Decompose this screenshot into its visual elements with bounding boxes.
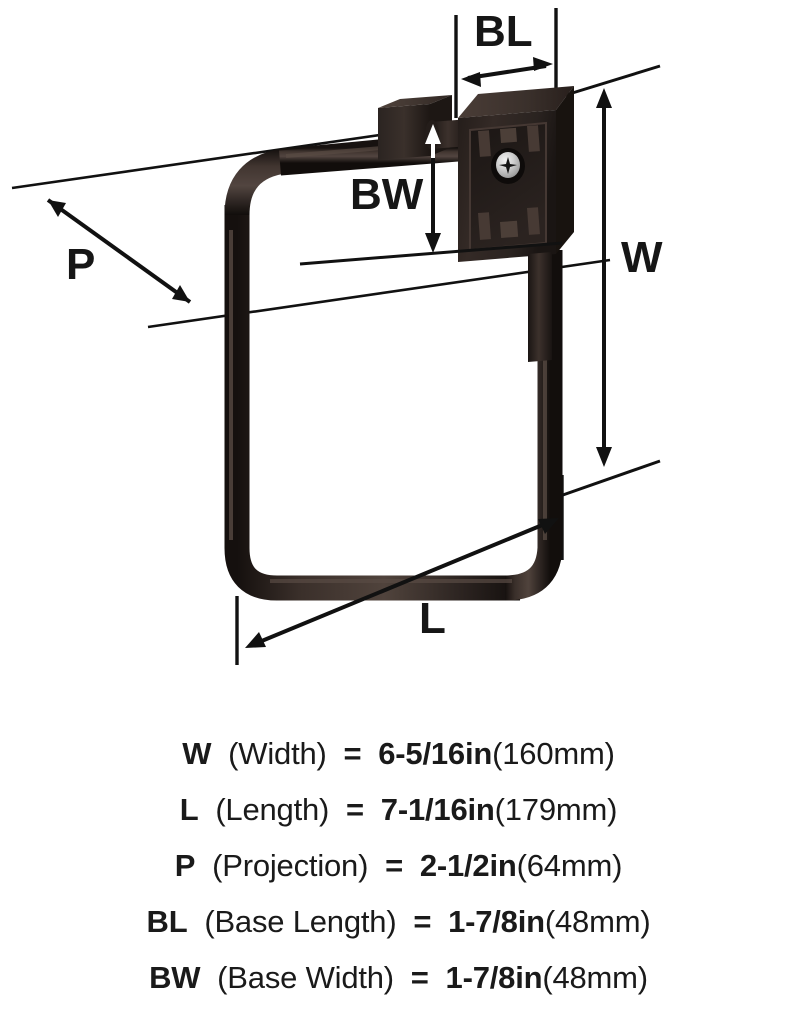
legend-equals-w: =	[343, 736, 362, 771]
diagram-svg	[11, 8, 661, 665]
p-dimension-arrow	[46, 198, 192, 304]
legend-metric-l: (179mm)	[494, 792, 618, 827]
legend-value-p: 2-1/2in	[419, 848, 517, 883]
p-arrowhead-lower	[172, 285, 190, 302]
product-dimension-drawing: P W L BL BW	[11, 7, 663, 665]
l-arrowhead-right	[538, 518, 559, 534]
legend-name-bl: (Base Length)	[204, 904, 397, 939]
bl-arrowhead-left	[461, 72, 481, 87]
legend-row-l: L (Length) = 7-1/16in(179mm)	[0, 782, 797, 838]
legend-row-bw: BW (Base Width) = 1-7/8in(48mm)	[0, 950, 797, 1006]
legend-row-p: P (Projection) = 2-1/2in(64mm)	[0, 838, 797, 894]
dimension-legend: W (Width) = 6-5/16in(160mm) L (Length) =…	[0, 726, 797, 1024]
legend-name-w: (Width)	[228, 736, 327, 771]
bl-arrow-shaft	[467, 64, 547, 80]
legend-equals-bl: =	[413, 904, 432, 939]
legend-value-bw: 1-7/8in	[445, 960, 543, 995]
legend-name-p: (Projection)	[212, 848, 369, 883]
plate-clip-bottom-right	[527, 207, 540, 235]
legend-equals-bw: =	[410, 960, 429, 995]
l-dimension-arrow	[245, 518, 559, 648]
bw-lower-extension-line	[299, 241, 563, 266]
plate-clip-top-left	[478, 130, 491, 157]
legend-row-bl: BL (Base Length) = 1-7/8in(48mm)	[0, 894, 797, 950]
bw-arrowhead-top	[425, 124, 441, 144]
dim-label-p: P	[66, 240, 96, 289]
legend-symbol-bw: BW	[149, 960, 201, 995]
plate-top-edge	[458, 86, 574, 118]
legend-value-bl: 1-7/8in	[448, 904, 545, 939]
plate-clip-top-right	[527, 125, 540, 152]
cube-front-face	[378, 104, 430, 160]
w-dimension-arrow	[596, 88, 612, 467]
legend-value-l: 7-1/16in	[380, 792, 495, 827]
p-arrow-shaft	[46, 198, 192, 304]
bl-arrowhead-right	[533, 57, 553, 71]
legend-equals-p: =	[385, 848, 403, 883]
plate-clip-bottom-mid	[499, 220, 519, 238]
legend-value-w: 6-5/16in	[378, 736, 493, 771]
legend-metric-bl: (48mm)	[544, 904, 651, 939]
legend-name-l: (Length)	[215, 792, 330, 827]
plate-clip-bottom-left	[478, 212, 491, 240]
legend-symbol-p: P	[174, 848, 196, 883]
screw-phillips-slot	[499, 157, 517, 174]
bl-dimension-arrow	[461, 57, 553, 87]
legend-row-w: W (Width) = 6-5/16in(160mm)	[0, 726, 797, 782]
legend-symbol-l: L	[179, 792, 199, 827]
legend-metric-p: (64mm)	[516, 848, 623, 883]
legend-symbol-w: W	[182, 736, 212, 771]
p-arrowhead-upper	[48, 200, 66, 217]
l-arrowhead-left	[245, 632, 266, 648]
mounting-plate	[458, 86, 574, 362]
w-arrowhead-bottom	[596, 447, 612, 467]
ring-right-and-bottom-corner	[504, 250, 563, 601]
plate-clip-top-mid	[500, 127, 517, 143]
dim-label-bl: BL	[474, 7, 533, 56]
dim-label-bw: BW	[350, 170, 424, 219]
legend-metric-bw: (48mm)	[542, 960, 648, 995]
bw-arrowhead-bottom	[425, 233, 441, 253]
legend-metric-w: (160mm)	[492, 736, 615, 771]
dim-label-w: W	[621, 233, 663, 282]
l-arrow-shaft	[251, 519, 553, 647]
dim-label-l: L	[419, 594, 446, 643]
plate-lower-post	[528, 252, 552, 362]
cube-top-face	[378, 95, 452, 108]
legend-symbol-bl: BL	[146, 904, 188, 939]
ring-left-and-bottom	[224, 205, 520, 601]
towel-ring-body	[224, 135, 563, 601]
w-arrowhead-top	[596, 88, 612, 108]
bw-dimension-arrow	[425, 124, 441, 253]
plate-right-edge	[556, 86, 574, 254]
legend-name-bw: (Base Width)	[217, 960, 394, 995]
legend-equals-l: =	[346, 792, 364, 827]
